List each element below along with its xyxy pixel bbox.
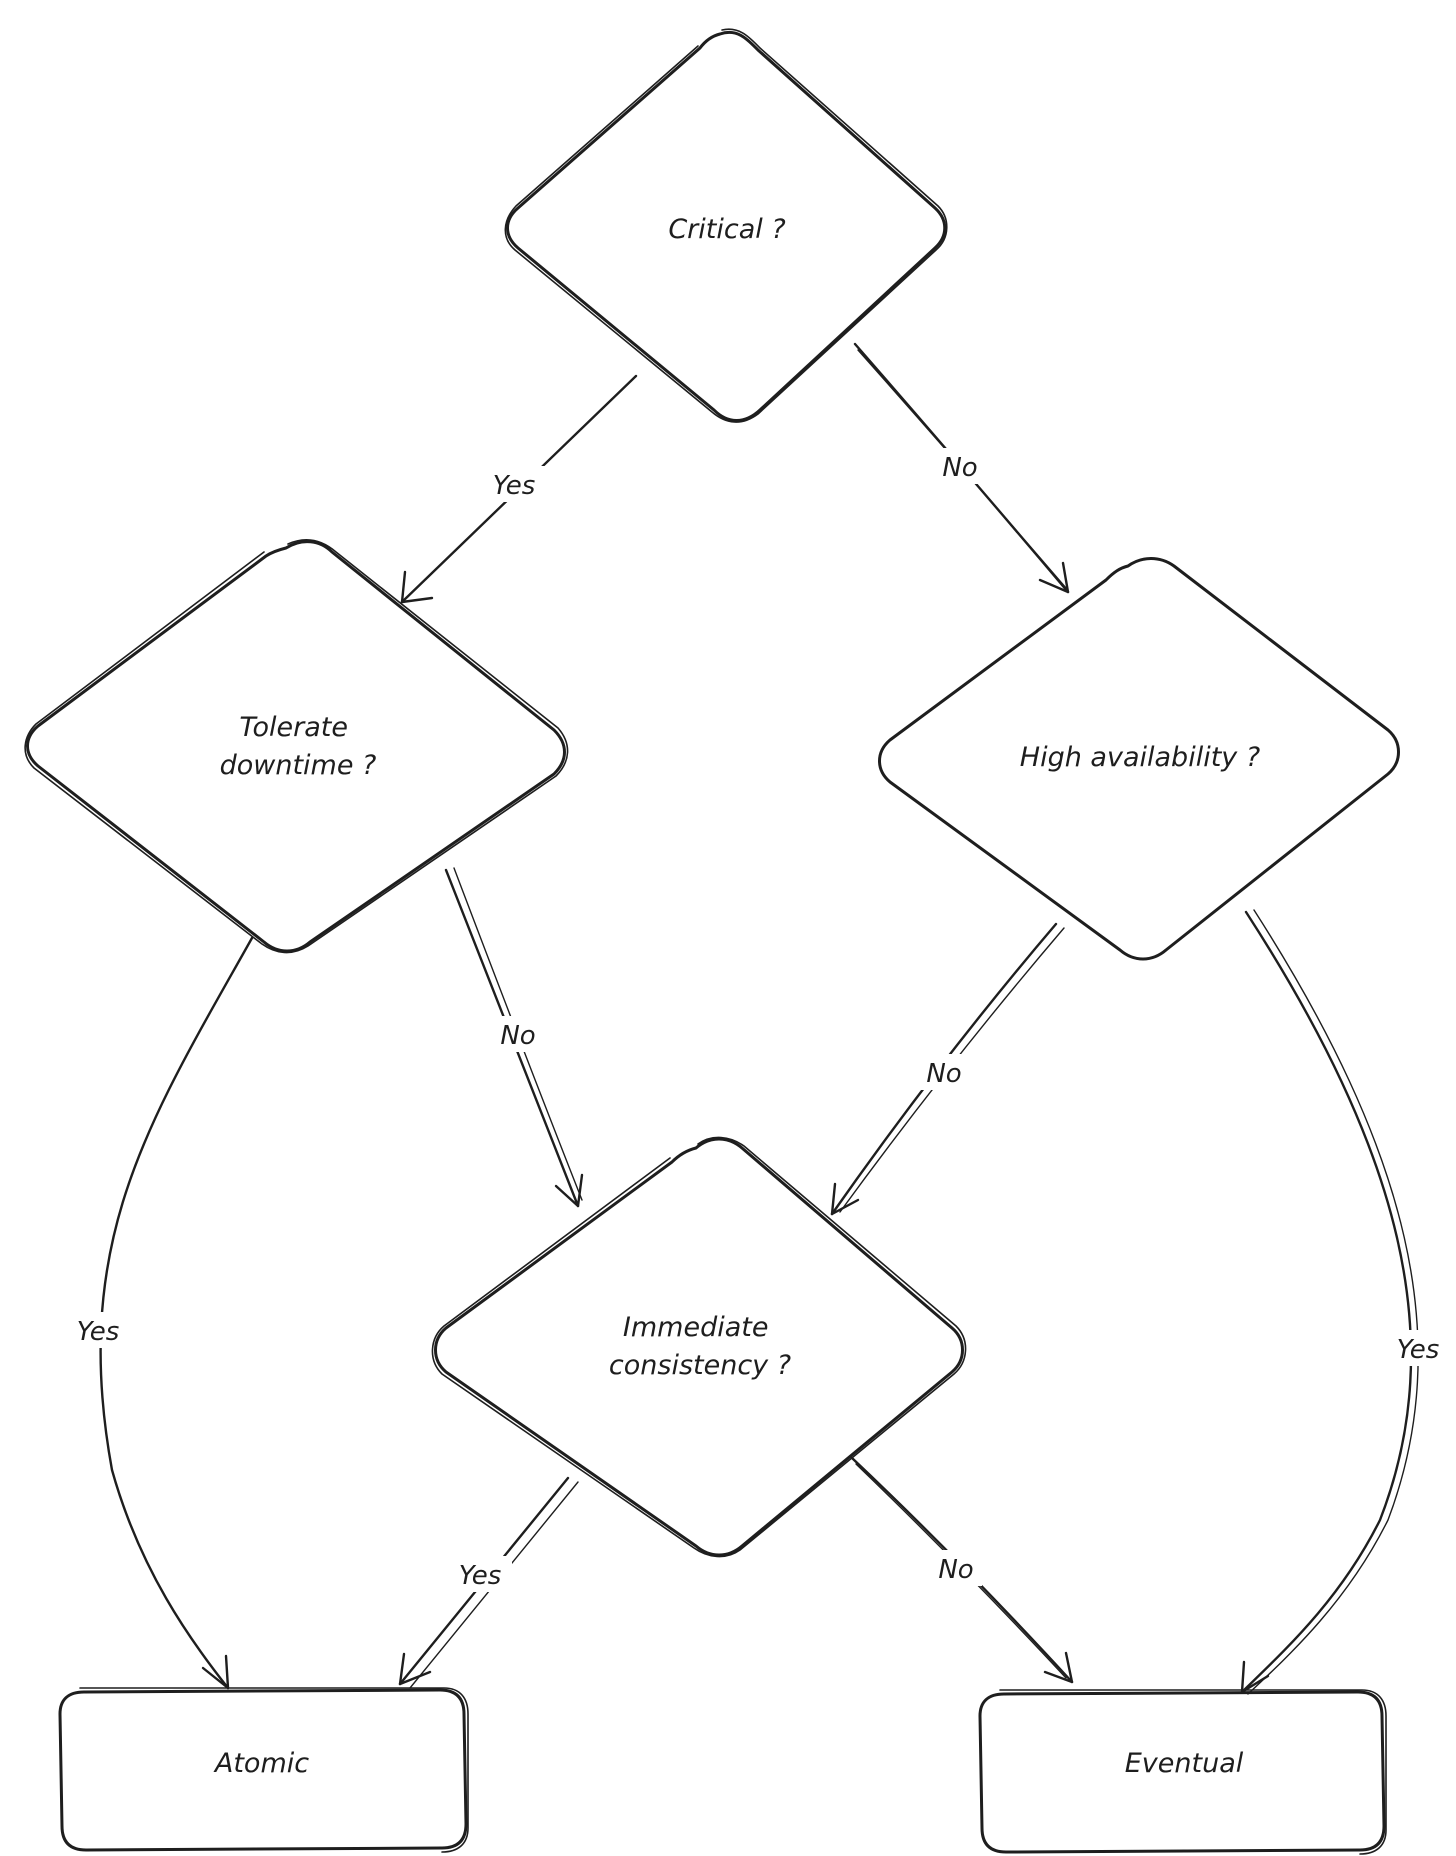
edge-label-tolerate-yes: Yes (66, 1312, 130, 1348)
decision-tolerate-downtime-text: Tolerate downtime ? (220, 712, 377, 781)
svg-text:Yes: Yes (1397, 1335, 1440, 1365)
decision-immediate-consistency: Immediate consistency ? (431, 1136, 967, 1558)
svg-text:No: No (938, 1555, 973, 1585)
svg-text:No: No (500, 1021, 535, 1051)
svg-text:No: No (926, 1059, 961, 1089)
svg-text:Yes: Yes (77, 1317, 120, 1347)
svg-text:No: No (942, 453, 977, 483)
result-atomic: Atomic (58, 1687, 469, 1853)
edge-label-immediate-yes: Yes (448, 1556, 512, 1592)
edge-high-availability-to-eventual (1240, 909, 1419, 1695)
svg-text:Yes: Yes (493, 471, 536, 501)
result-eventual-text: Eventual (1125, 1748, 1244, 1779)
edge-label-immediate-no: No (930, 1550, 982, 1586)
svg-text:Yes: Yes (459, 1561, 502, 1591)
decision-immediate-consistency-text: Immediate consistency ? (609, 1312, 791, 1381)
decision-critical: Critical ? (504, 28, 948, 423)
edge-label-high-availability-no: No (918, 1054, 970, 1090)
decision-high-availability: High availability ? (878, 557, 1400, 961)
edge-label-critical-no: No (934, 448, 986, 484)
result-atomic-text: Atomic (213, 1748, 309, 1779)
decision-high-availability-text: High availability ? (1020, 742, 1260, 773)
edge-label-critical-yes: Yes (482, 466, 546, 502)
edge-label-high-availability-yes: Yes (1386, 1330, 1450, 1366)
result-eventual: Eventual (978, 1689, 1387, 1855)
edge-tolerate-to-atomic (99, 936, 254, 1690)
decision-tolerate-downtime: Tolerate downtime ? (24, 539, 569, 954)
edge-label-tolerate-no: No (492, 1016, 544, 1052)
decision-critical-text: Critical ? (668, 214, 785, 245)
